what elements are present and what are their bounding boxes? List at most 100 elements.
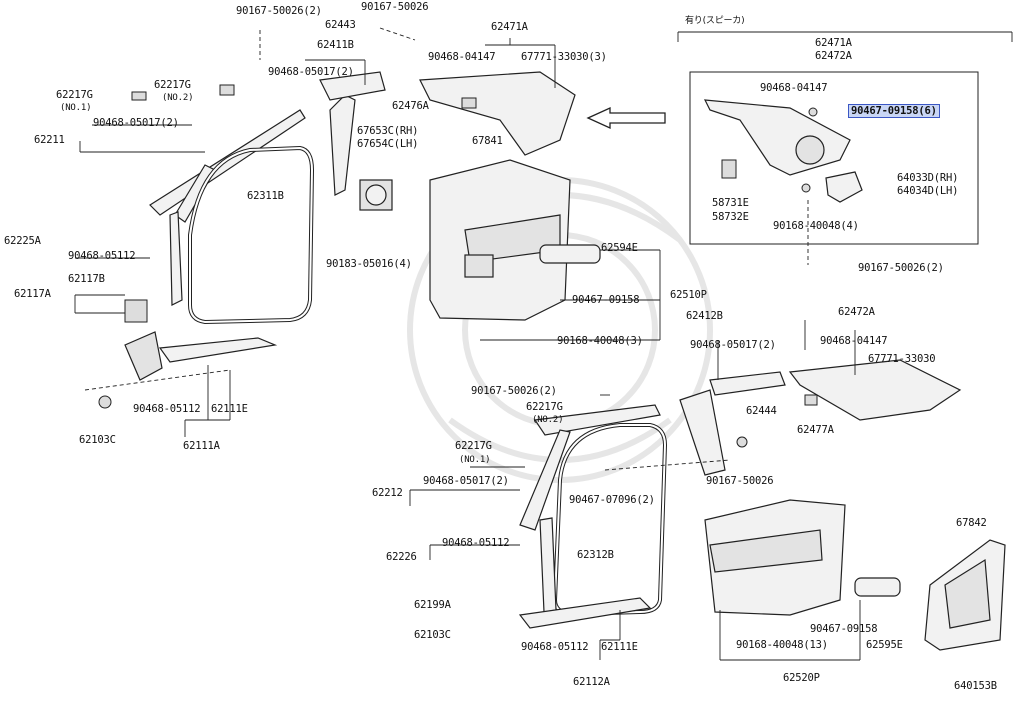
inset-label-58732E: 58732E bbox=[712, 211, 749, 223]
label-62471A: 62471A bbox=[491, 21, 528, 33]
label-90467-09158-b: 90467-09158 bbox=[810, 623, 878, 635]
rear-pillar-strip-62226 bbox=[539, 517, 557, 613]
diagram-code: 640153B bbox=[954, 680, 997, 692]
armrest-pad-62595E bbox=[854, 577, 901, 597]
label-no1: (NO.1) bbox=[60, 103, 92, 113]
label-62595E: 62595E bbox=[866, 639, 903, 651]
label-90468-04147-a: 90468-04147 bbox=[428, 51, 496, 63]
label-62225A: 62225A bbox=[4, 235, 41, 247]
label-62199A: 62199A bbox=[414, 599, 451, 611]
label-90167-50026-2-mid: 90167-50026(2) bbox=[471, 385, 557, 397]
center-pillar-garnish-62411B bbox=[329, 94, 356, 196]
label-90468-05112-c: 90468-05112 bbox=[442, 537, 510, 549]
label-62211: 62211 bbox=[34, 134, 65, 146]
label-90468-05112-a: 90468-05112 bbox=[68, 250, 136, 262]
label-62217G-no2-b: 62217G bbox=[526, 401, 563, 413]
inset-label-58731E: 58731E bbox=[712, 197, 749, 209]
label-62217G-no1: 62217G bbox=[56, 89, 93, 101]
label-62476A: 62476A bbox=[392, 100, 429, 112]
armrest-pad-62594E bbox=[539, 244, 601, 264]
label-no2-b: (NO.2) bbox=[532, 415, 564, 425]
leader-lines bbox=[74, 27, 861, 661]
quarter-trim-inner bbox=[944, 558, 991, 629]
roof-side-trim-62471A bbox=[419, 71, 576, 156]
label-62412B: 62412B bbox=[686, 310, 723, 322]
label-62443: 62443 bbox=[325, 19, 356, 31]
label-90167-50026: 90167-50026 bbox=[361, 1, 429, 13]
label-62472A: 62472A bbox=[838, 306, 875, 318]
clip-62117B bbox=[124, 299, 148, 323]
center-pillar-62412B bbox=[679, 389, 726, 476]
front-pillar-strip-62225A bbox=[169, 211, 183, 306]
label-67653C: 67653C(RH) bbox=[357, 125, 419, 137]
label-90167-50026-mid: 90167-50026 bbox=[706, 475, 774, 487]
label-62212: 62212 bbox=[372, 487, 403, 499]
label-67771-33030-3: 67771-33030(3) bbox=[521, 51, 607, 63]
label-62103C-b: 62103C bbox=[414, 629, 451, 641]
door-switch-panel bbox=[464, 254, 494, 278]
label-62594E: 62594E bbox=[601, 242, 638, 254]
label-62411B: 62411B bbox=[317, 39, 354, 51]
label-67842: 67842 bbox=[956, 517, 987, 529]
label-no1-b: (NO.1) bbox=[459, 455, 491, 465]
speaker-grille-ring bbox=[365, 184, 387, 206]
label-90468-05017-2-b: 90468-05017(2) bbox=[93, 117, 179, 129]
label-62112A: 62112A bbox=[573, 676, 610, 688]
highlighted-part-number: 90467-09158(6) bbox=[848, 104, 940, 118]
label-62520P: 62520P bbox=[783, 672, 820, 684]
label-67771-33030: 67771-33030 bbox=[868, 353, 936, 365]
inset-label-64034D: 64034D(LH) bbox=[897, 185, 959, 197]
label-62312B: 62312B bbox=[577, 549, 614, 561]
door-opening-weatherstrip-62311B bbox=[188, 145, 315, 325]
inset-box bbox=[677, 31, 1013, 245]
clip-62477A bbox=[804, 394, 818, 406]
inset-label-62471A: 62471A bbox=[815, 37, 852, 49]
label-90468-04147-b: 90468-04147 bbox=[820, 335, 888, 347]
label-90168-40048-3: 90168-40048(3) bbox=[557, 335, 643, 347]
rear-scuff-plate-62112A bbox=[518, 597, 652, 629]
reference-arrow bbox=[586, 106, 666, 130]
label-62111A: 62111A bbox=[183, 440, 220, 452]
clip-62217G-no2 bbox=[219, 84, 235, 96]
front-scuff-plate-62111A bbox=[124, 331, 278, 381]
rear-pillar-strip-62212 bbox=[519, 429, 571, 531]
label-no2: (NO.2) bbox=[162, 93, 194, 103]
rear-armrest bbox=[709, 529, 823, 573]
front-pillar-garnish bbox=[149, 109, 306, 223]
pillar-cap-62412B bbox=[709, 371, 786, 396]
label-90467-09158-a: 90467-09158 bbox=[572, 294, 640, 306]
label-90468-05017-2-d: 90468-05017(2) bbox=[423, 475, 509, 487]
roof-side-trim-62472A bbox=[788, 359, 962, 421]
inset-label-90168-40048-4: 90168-40048(4) bbox=[773, 220, 859, 232]
label-62444: 62444 bbox=[746, 405, 777, 417]
clip-62217G-no1 bbox=[131, 91, 147, 101]
label-62510P: 62510P bbox=[670, 289, 707, 301]
inset-label-90167-50026-2: 90167-50026(2) bbox=[858, 262, 944, 274]
inset-label-90467-09158-6: 90467-09158(6) bbox=[848, 104, 940, 118]
clip-62103C bbox=[98, 395, 112, 409]
label-62103C: 62103C bbox=[79, 434, 116, 446]
label-62117A: 62117A bbox=[14, 288, 51, 300]
label-62217G-no2: 62217G bbox=[154, 79, 191, 91]
label-90167-50026-2: 90167-50026(2) bbox=[236, 5, 322, 17]
label-90468-05112-d: 90468-05112 bbox=[521, 641, 589, 653]
label-62217G-no1-b: 62217G bbox=[455, 440, 492, 452]
label-90183-05016-4: 90183-05016(4) bbox=[326, 258, 412, 270]
label-62111E: 62111E bbox=[211, 403, 248, 415]
rear-pillar-upper-62212 bbox=[533, 404, 661, 436]
label-90168-40048-13: 90168-40048(13) bbox=[736, 639, 828, 651]
label-62311B: 62311B bbox=[247, 190, 284, 202]
clip-62476A bbox=[461, 97, 477, 109]
label-62117B: 62117B bbox=[68, 273, 105, 285]
label-90468-05017-2-c: 90468-05017(2) bbox=[690, 339, 776, 351]
clip-62444 bbox=[736, 436, 748, 448]
inset-label-90468-04147: 90468-04147 bbox=[760, 82, 828, 94]
pillar-upper-62411B bbox=[319, 71, 386, 101]
label-67654C: 67654C(LH) bbox=[357, 138, 419, 150]
inset-header: 有り(スピーカ) bbox=[685, 16, 745, 26]
label-62226: 62226 bbox=[386, 551, 417, 563]
label-62111E-b: 62111E bbox=[601, 641, 638, 653]
inset-label-62472A: 62472A bbox=[815, 50, 852, 62]
